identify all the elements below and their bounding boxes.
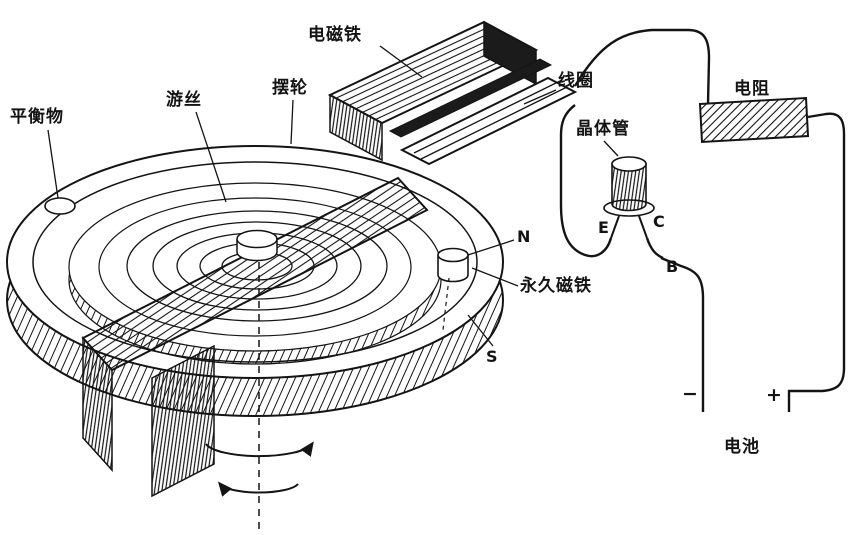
label-resistor: 电阻: [734, 78, 770, 99]
hub-cap: [236, 229, 278, 249]
label-balance-wheel: 摆轮: [272, 77, 308, 98]
spiral-turn: [126, 210, 388, 322]
label-permanent-magnet: 永久磁铁: [519, 275, 592, 296]
wheel-hub: [236, 229, 278, 262]
wire-base-to-negative: [660, 256, 705, 412]
coil-winding-line: [420, 86, 568, 160]
leader-pole-s: [467, 314, 494, 347]
leader-coil: [523, 89, 557, 105]
magnet-top: [437, 247, 469, 263]
wire-resistor-to-positive: [787, 112, 846, 412]
wire-coil-to-resistor: [573, 28, 711, 105]
permanent-magnet: [437, 247, 469, 331]
leader-electromagnet: [379, 45, 423, 78]
electromagnet: [327, 20, 553, 162]
transistor: [603, 156, 655, 239]
label-base: B: [666, 257, 678, 276]
label-hairspring: 游丝: [166, 89, 202, 110]
leader-balance-wheel: [290, 99, 294, 145]
leader-pole-n: [467, 239, 515, 256]
label-battery: 电池: [724, 436, 760, 457]
coil-winding-line: [413, 80, 561, 154]
oscillation-arrows: [205, 441, 314, 497]
arm-center-support: [151, 344, 215, 498]
label-emitter: E: [598, 218, 609, 237]
transistor-lead-c: [638, 215, 648, 239]
wire-collector-junction: [645, 237, 664, 260]
transistor-lead-e: [610, 215, 620, 239]
transistor-can-top: [611, 156, 647, 172]
resistor-block: [698, 96, 810, 144]
label-electromagnet: 电磁铁: [308, 24, 362, 45]
label-collector: C: [653, 212, 665, 231]
label-pole-n: N: [517, 227, 530, 246]
leader-hairspring: [195, 111, 227, 203]
leader-lines: [47, 45, 619, 347]
label-coil: 线圈: [558, 70, 594, 91]
core-gap: [388, 58, 553, 138]
leader-permanent-magnet: [471, 267, 519, 287]
rotation-arrow: [205, 441, 314, 458]
coil: [399, 76, 578, 166]
wire-emitter-to-coil: [559, 104, 613, 258]
label-balance-weight: 平衡物: [10, 106, 64, 127]
leader-transistor: [603, 140, 619, 157]
leader-balance-weight: [47, 129, 59, 199]
arm-left-drop-face: [82, 336, 113, 472]
transistor-can: [611, 163, 647, 212]
spiral-turn: [152, 221, 362, 311]
label-transistor: 晶体管: [576, 118, 630, 139]
label-terminal-negative: −: [682, 383, 698, 405]
label-terminal-positive: +: [766, 384, 782, 406]
circuit-wires: [559, 28, 846, 412]
balance-weight-knob: [44, 197, 76, 215]
rotation-arrow: [217, 481, 299, 497]
magnet-side: [437, 255, 469, 283]
label-pole-s: S: [486, 347, 498, 366]
magnet-axis-dashed: [442, 277, 450, 331]
coil-outline: [399, 76, 578, 166]
core-front-face: [329, 93, 383, 162]
balance-arm: [81, 176, 429, 498]
